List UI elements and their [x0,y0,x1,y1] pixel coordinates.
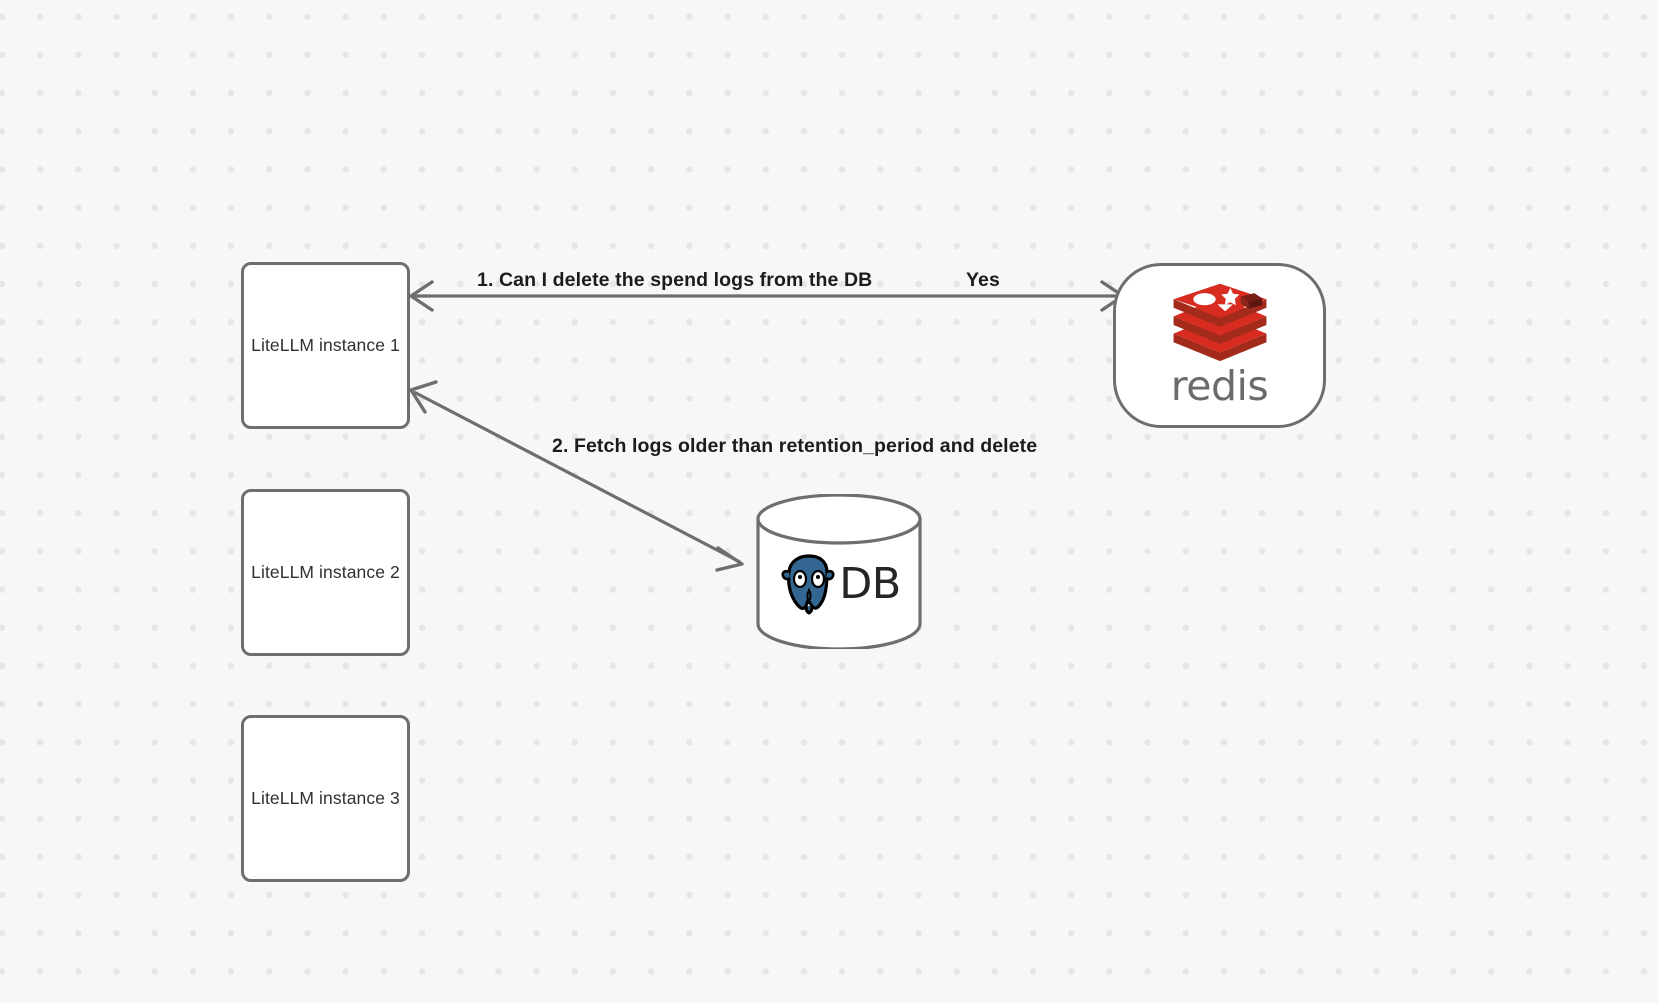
arrowhead-left [409,280,434,312]
node-database[interactable]: DB [755,494,923,649]
node-label-litellm-instance-3: LiteLLM instance 3 [251,788,400,808]
redis-logo-group: redis [1168,282,1272,411]
postgresql-elephant-icon [781,553,835,615]
redis-wordmark: redis [1170,362,1269,411]
node-redis[interactable]: redis [1113,263,1326,428]
node-litellm-instance-1[interactable]: LiteLLM instance 1 [241,262,410,429]
node-label-litellm-instance-2: LiteLLM instance 2 [251,562,400,582]
arrowhead-downright [715,546,744,572]
edge-label-yes: Yes [966,269,1000,291]
edge-litellm1-database [409,380,744,572]
arrowhead-upleft [409,380,438,414]
database-label: DB [839,558,901,609]
redis-logo-icon [1173,284,1266,362]
database-cylinder-shape [756,494,922,649]
node-litellm-instance-2[interactable]: LiteLLM instance 2 [241,489,410,656]
node-litellm-instance-3[interactable]: LiteLLM instance 3 [241,715,410,882]
edge-label-1: 1. Can I delete the spend logs from the … [477,269,873,291]
node-label-litellm-instance-1: LiteLLM instance 1 [251,335,400,355]
edge-label-2: 2. Fetch logs older than retention_perio… [552,435,1038,457]
